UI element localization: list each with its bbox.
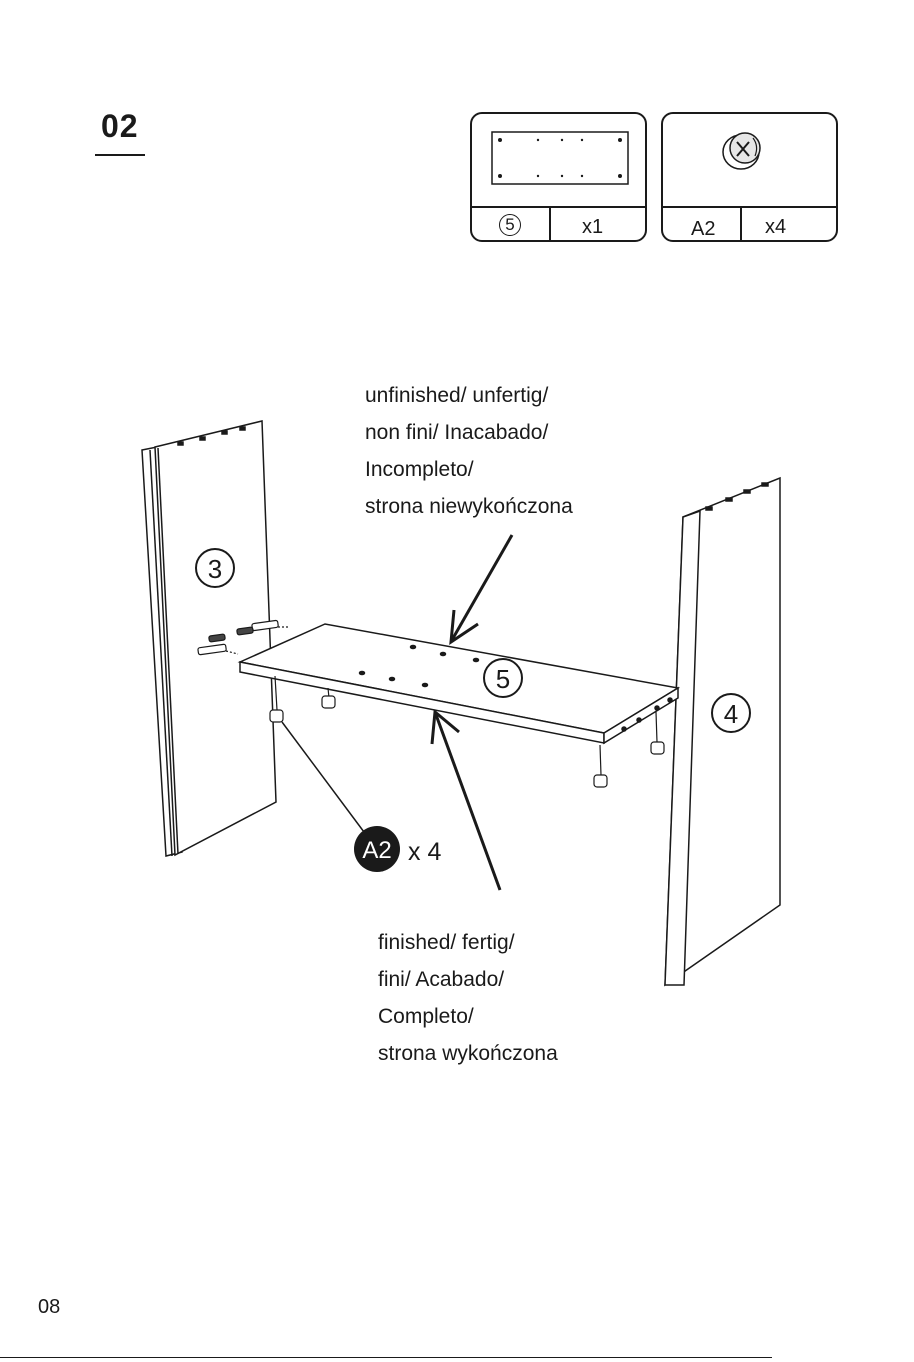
caption-line: Incompleto/ (365, 451, 573, 488)
page-number: 08 (38, 1296, 60, 1319)
hardware-leader-line (282, 722, 364, 832)
caption-line: strona wykończona (378, 1035, 558, 1072)
hardware-badge-label: A2 (362, 837, 391, 864)
caption-line: strona niewykończona (365, 488, 573, 525)
finished-caption: finished/ fertig/ fini/ Acabado/ Complet… (378, 924, 558, 1072)
finished-arrow (432, 712, 500, 890)
panel-label-3: 3 (208, 554, 222, 584)
side-panel-4 (665, 478, 780, 985)
caption-line: fini/ Acabado/ (378, 961, 558, 998)
footer-rule (0, 1357, 772, 1358)
panel-label-5: 5 (496, 664, 510, 694)
caption-line: non fini/ Inacabado/ (365, 414, 573, 451)
caption-line: Completo/ (378, 998, 558, 1035)
shelf-panel-5 (240, 624, 678, 743)
unfinished-arrow (451, 535, 512, 642)
caption-line: finished/ fertig/ (378, 924, 558, 961)
unfinished-caption: unfinished/ unfertig/ non fini/ Inacabad… (365, 377, 573, 525)
panel-label-4: 4 (724, 699, 738, 729)
hardware-count: x 4 (408, 838, 441, 866)
caption-line: unfinished/ unfertig/ (365, 377, 573, 414)
